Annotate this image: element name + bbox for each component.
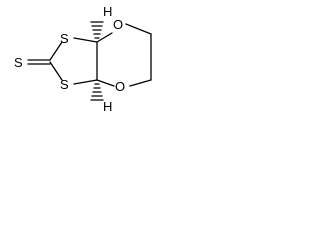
atom-h-lower: H (103, 99, 112, 114)
bond-o-upper-ch2 (125, 23, 152, 35)
atom-s-lower: S (60, 77, 69, 92)
atom-s-thione: S (14, 55, 23, 70)
bond-s-lower-c2 (49, 61, 63, 81)
atom-o-upper: O (113, 17, 123, 32)
molecule-structure: H O S S S O H (14, 4, 152, 114)
atom-o-lower: O (115, 79, 125, 94)
bond-ch2-o-lower (129, 79, 152, 87)
bond-c3a-o-upper (96, 32, 113, 43)
atom-s-upper: S (60, 31, 69, 46)
bond-c7a-s-lower (73, 79, 98, 85)
stereo-bond-lower-h (90, 83, 104, 101)
atom-h-upper: H (103, 4, 112, 19)
bond-s-upper-c2 (49, 41, 63, 61)
bond-o-lower-c7a (96, 79, 115, 87)
bond-c3a-s-upper (73, 37, 98, 43)
stereo-bond-upper-h (90, 21, 104, 39)
bond-group (27, 23, 152, 87)
